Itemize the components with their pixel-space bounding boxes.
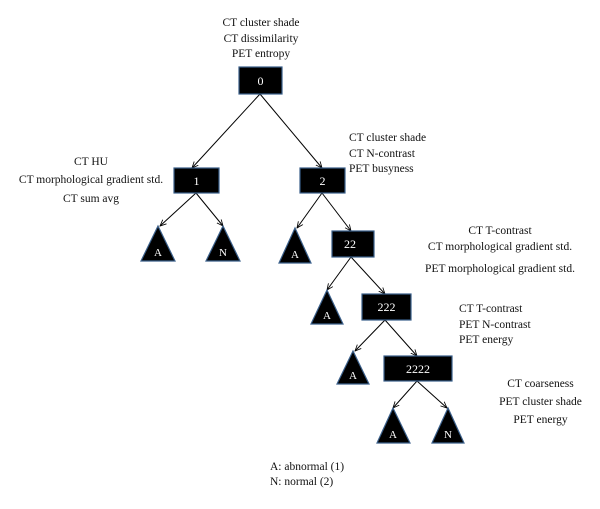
leaf-222-a: A: [336, 349, 370, 385]
edge-222-a: [355, 319, 386, 351]
leaf-1-a-triangle: [140, 224, 176, 262]
node-222-box: [361, 293, 412, 321]
edge-22-a: [327, 256, 352, 290]
node-22: 22: [331, 230, 375, 258]
edge-0-1: [192, 93, 261, 168]
node-2222-box: [383, 355, 453, 382]
leaf-1-a-label: A: [154, 247, 162, 259]
edge-22-222: [350, 256, 385, 294]
leaf-222-a-label: A: [349, 370, 357, 382]
leaf-1-n: N: [205, 224, 241, 262]
node-2222-feature-2: PET cluster shade: [499, 395, 582, 408]
edge-0-2: [259, 93, 322, 168]
node-2-feature-3: PET busyness: [349, 163, 414, 176]
node-0: 0: [238, 66, 283, 95]
node-0-box: [238, 66, 283, 95]
leaf-1-n-label: N: [219, 247, 227, 259]
node-2-features: CT cluster shade CT N-contrast PET busyn…: [349, 131, 426, 178]
node-22-features: CT T-contrast CT morphological gradient …: [410, 224, 590, 278]
node-1-label: 1: [194, 174, 200, 188]
legend-abnormal: A: abnormal (1): [270, 461, 345, 473]
node-222-feature-2: PET N-contrast: [459, 318, 531, 331]
node-222: 222: [361, 293, 412, 321]
node-222-feature-3: PET energy: [459, 334, 514, 347]
node-22-box: [331, 230, 375, 258]
node-1-features: CT HU CT morphological gradient std. CT …: [12, 153, 170, 208]
leaf-2-a-label: A: [291, 249, 299, 261]
node-222-feature-1: CT T-contrast: [459, 303, 523, 315]
leaf-1-n-triangle: [205, 224, 241, 262]
edge-222-2222: [384, 319, 417, 356]
legend: A: abnormal (1) N: normal (2): [270, 460, 344, 490]
leaf-2-a-triangle: [278, 226, 312, 264]
node-2222-features: CT coarseness PET cluster shade PET ener…: [488, 376, 593, 429]
node-2222-feature-3: PET energy: [513, 413, 568, 426]
node-0-features: CT cluster shade CT dissimilarity PET en…: [205, 16, 317, 63]
node-22-label: 22: [344, 237, 356, 251]
leaf-2-a: A: [278, 226, 312, 264]
node-22-feature-1: CT T-contrast: [468, 225, 532, 237]
node-0-label: 0: [258, 74, 264, 88]
node-1: 1: [173, 167, 220, 194]
node-2222-label: 2222: [406, 362, 430, 376]
edge-2-22: [321, 192, 351, 231]
node-22-feature-2: CT morphological gradient std.: [427, 240, 573, 253]
node-2222-feature-1: CT coarseness: [507, 378, 574, 390]
node-2-feature-2: CT N-contrast: [349, 147, 415, 160]
leaf-2222-a: A: [376, 406, 411, 444]
node-1-feature-2: CT morphological gradient std.: [18, 174, 164, 187]
node-2-box: [299, 167, 346, 194]
leaf-2222-n: N: [431, 406, 465, 444]
node-2: 2: [299, 167, 346, 194]
edge-2222-n: [416, 380, 447, 408]
edge-1-n: [195, 192, 223, 226]
tree-edges: [160, 93, 447, 408]
leaf-2222-n-triangle: [431, 406, 465, 444]
node-2222: 2222: [383, 355, 453, 382]
leaf-2222-n-label: N: [444, 429, 452, 441]
node-0-feature-2: CT dissimilarity: [223, 32, 299, 45]
node-1-box: [173, 167, 220, 194]
node-0-feature-3: PET entropy: [231, 48, 291, 61]
node-0-feature-1: CT cluster shade: [222, 17, 300, 29]
node-222-features: CT T-contrast PET N-contrast PET energy: [459, 302, 531, 349]
node-222-label: 222: [378, 300, 396, 314]
leaf-2222-a-triangle: [376, 406, 411, 444]
leaf-22-a-label: A: [323, 310, 331, 322]
leaf-1-a: A: [140, 224, 176, 262]
leaf-2222-a-label: A: [389, 429, 397, 441]
edge-2222-a: [393, 380, 418, 408]
node-2-label: 2: [320, 174, 326, 188]
leaf-222-a-triangle: [336, 349, 370, 385]
node-2-feature-1: CT cluster shade: [349, 132, 427, 144]
node-1-feature-3: CT sum avg: [62, 192, 119, 205]
leaf-22-a: A: [310, 288, 344, 325]
legend-normal: N: normal (2): [270, 475, 334, 488]
edge-2-a: [297, 192, 323, 228]
edge-1-a: [160, 192, 197, 226]
leaf-22-a-triangle: [310, 288, 344, 325]
node-1-feature-1: CT HU: [74, 156, 108, 168]
node-22-feature-3: PET morphological gradient std.: [425, 263, 575, 276]
